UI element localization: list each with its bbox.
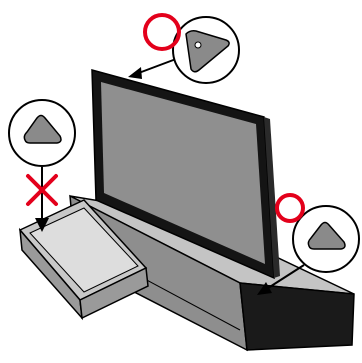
drawer-side: [79, 266, 149, 320]
callout-left: [8, 99, 76, 232]
pad-hole-icon: [194, 41, 202, 49]
triangle-pad-icon: [307, 221, 346, 250]
callout-bottom-right: [257, 193, 360, 295]
callout-arrow-line: [264, 264, 305, 291]
arrow-head-icon: [35, 218, 49, 232]
tv-screen: [101, 82, 265, 264]
drawer-inner: [29, 207, 139, 293]
stand-side: [239, 282, 355, 351]
prohibited-cross-icon: [26, 174, 58, 206]
triangle-pad-with-hole-icon: [185, 30, 230, 73]
television: [91, 69, 280, 280]
tv-side-edge: [264, 117, 280, 278]
callout-top-right: [128, 13, 240, 84]
ok-circle-icon: [275, 193, 305, 223]
arrow-head-icon: [257, 282, 272, 295]
arrow-head-icon: [128, 67, 142, 79]
triangle-pad-icon: [23, 114, 62, 144]
ok-circle-icon: [143, 13, 181, 51]
drawer: [18, 199, 149, 321]
